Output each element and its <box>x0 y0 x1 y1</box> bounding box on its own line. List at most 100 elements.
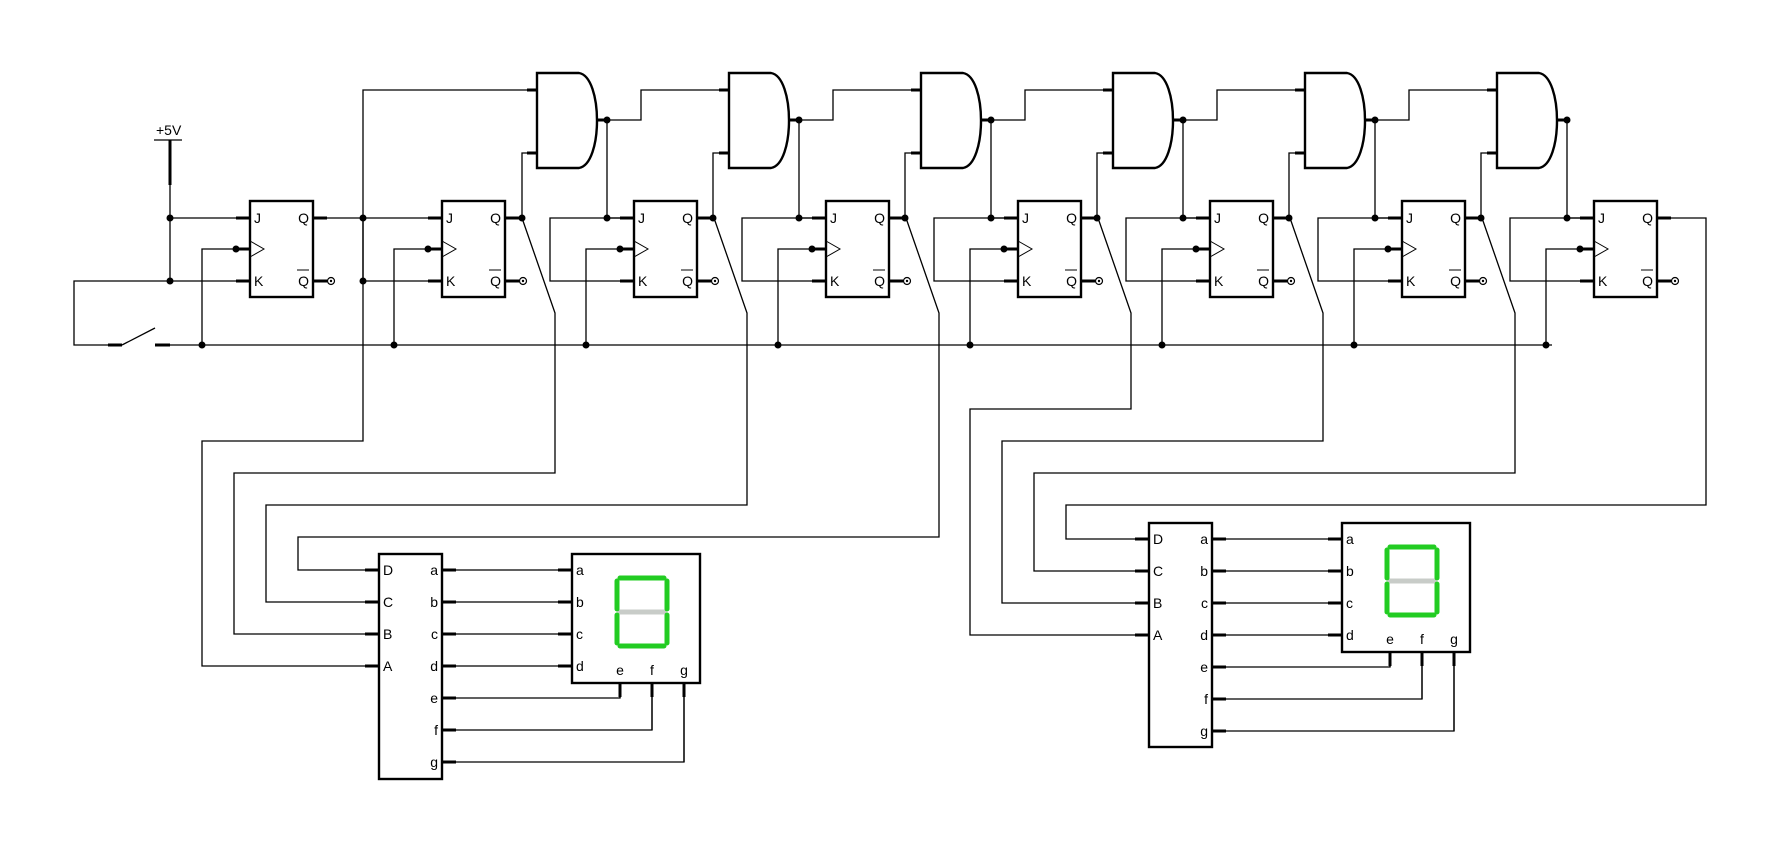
and-gate-3 <box>919 71 983 170</box>
q1-to-left-A <box>201 218 365 667</box>
junction-dot <box>1563 116 1571 124</box>
junction-dot <box>987 214 995 222</box>
junction-dot <box>424 245 432 253</box>
junction-dot <box>166 214 174 222</box>
switch-lever <box>121 327 156 346</box>
q7-to-right-C <box>1033 217 1516 572</box>
left-disp-label-b: b <box>576 594 584 610</box>
left-seg-wire-f <box>456 697 653 731</box>
ff6-j-label: J <box>1214 210 1221 226</box>
clock-triangle-icon <box>1017 240 1034 258</box>
ff4-jk-tie <box>741 217 812 282</box>
and-gate-1 <box>535 71 599 170</box>
right-seg-wire-g <box>1226 666 1455 732</box>
gate1-chain <box>607 89 719 121</box>
ff5-qbar-bubble-center <box>1097 279 1101 283</box>
left-out-label-c: c <box>431 626 438 642</box>
left-disp-label-a: a <box>576 562 584 578</box>
gate3-to-ff5 <box>990 120 1004 219</box>
right-disp-label-b: b <box>1346 563 1354 579</box>
right-disp-label-c: c <box>1346 595 1353 611</box>
ff5-q-label: Q <box>1066 210 1077 226</box>
junction-dot <box>1576 245 1584 253</box>
gate4-to-ff6 <box>1182 120 1196 219</box>
gate1-to-ff3 <box>606 120 620 219</box>
ff4-j-label: J <box>830 210 837 226</box>
gate1-in2-wire <box>519 152 527 219</box>
gate3-chain <box>991 89 1103 121</box>
ff4-q-to-gate3 <box>903 152 911 219</box>
junction-dot <box>582 341 590 349</box>
ff5-q-to-gate4 <box>1095 152 1103 219</box>
junction-dot <box>232 245 240 253</box>
junction-dot <box>603 214 611 222</box>
ff8-q-label: Q <box>1642 210 1653 226</box>
ff6-q-label: Q <box>1258 210 1269 226</box>
ff2-k-label: K <box>446 273 456 289</box>
right-out-label-c: c <box>1201 595 1208 611</box>
ff6-clock-wire <box>1161 248 1196 345</box>
ff8-k-label: K <box>1598 273 1608 289</box>
right-out-label-d: d <box>1200 627 1208 643</box>
right-disp-label-g: g <box>1450 631 1458 647</box>
jk-flipflop-3 <box>632 199 699 299</box>
gate5-to-ff7 <box>1374 120 1388 219</box>
ff3-j-label: J <box>638 210 645 226</box>
ff8-jk-tie <box>1509 217 1580 282</box>
clock-triangle-icon <box>1401 240 1418 258</box>
left-seg-wire-e <box>456 697 621 699</box>
ff3-q-to-gate2 <box>711 152 719 219</box>
ff1-clock-wire <box>201 248 236 345</box>
ff3-k-label: K <box>638 273 648 289</box>
ff7-q-to-gate6 <box>1479 152 1487 219</box>
ff3-qbar-label: Q <box>682 273 693 289</box>
ff2-clock-wire <box>393 248 428 345</box>
ff7-j-label: J <box>1406 210 1413 226</box>
right-out-label-b: b <box>1200 563 1208 579</box>
ff8-qbar-bubble-center <box>1673 279 1677 283</box>
q6-to-right-B <box>1001 217 1324 604</box>
junction-dot <box>795 214 803 222</box>
ff3-clock-wire <box>585 248 620 345</box>
ff6-qbar-label: Q <box>1258 273 1269 289</box>
left-disp-label-d: d <box>576 658 584 674</box>
left-in-label-D: D <box>383 562 393 578</box>
junction-dot <box>1371 214 1379 222</box>
right-disp-label-e: e <box>1386 631 1394 647</box>
right-disp-label-a: a <box>1346 531 1354 547</box>
junction-dot <box>1542 341 1550 349</box>
gate6-to-ff8 <box>1566 120 1580 219</box>
clock-triangle-icon <box>633 240 650 258</box>
left-disp-label-c: c <box>576 626 583 642</box>
right-out-label-a: a <box>1200 531 1208 547</box>
left-disp-label-f: f <box>650 662 654 678</box>
ff6-k-label: K <box>1214 273 1224 289</box>
jk-flipflop-6 <box>1208 199 1275 299</box>
left-out-label-g: g <box>430 754 438 770</box>
ff7-clock-wire <box>1353 248 1388 345</box>
ff6-q-to-gate5 <box>1287 152 1295 219</box>
gate4-chain <box>1183 89 1295 121</box>
junction-dot <box>616 245 624 253</box>
right-in-label-A: A <box>1153 627 1163 643</box>
junction-dot <box>1000 245 1008 253</box>
ff2-qbar-label: Q <box>490 273 501 289</box>
junction-dot <box>1179 214 1187 222</box>
right-out-label-e: e <box>1200 659 1208 675</box>
ff1-qbar-label: Q <box>298 273 309 289</box>
right-seg-wire-e <box>1226 666 1391 668</box>
left-out-label-b: b <box>430 594 438 610</box>
q3-to-left-C <box>265 217 748 603</box>
ff4-qbar-bubble-center <box>905 279 909 283</box>
ff7-k-label: K <box>1406 273 1416 289</box>
ff7-qbar-label: Q <box>1450 273 1461 289</box>
right-out-label-f: f <box>1204 691 1208 707</box>
junction-dot <box>1158 341 1166 349</box>
right-in-label-B: B <box>1153 595 1162 611</box>
right-in-label-D: D <box>1153 531 1163 547</box>
and-gate-2 <box>727 71 791 170</box>
left-out-label-a: a <box>430 562 438 578</box>
clock-triangle-icon <box>1593 240 1610 258</box>
left-seg-wire-g <box>456 697 685 763</box>
